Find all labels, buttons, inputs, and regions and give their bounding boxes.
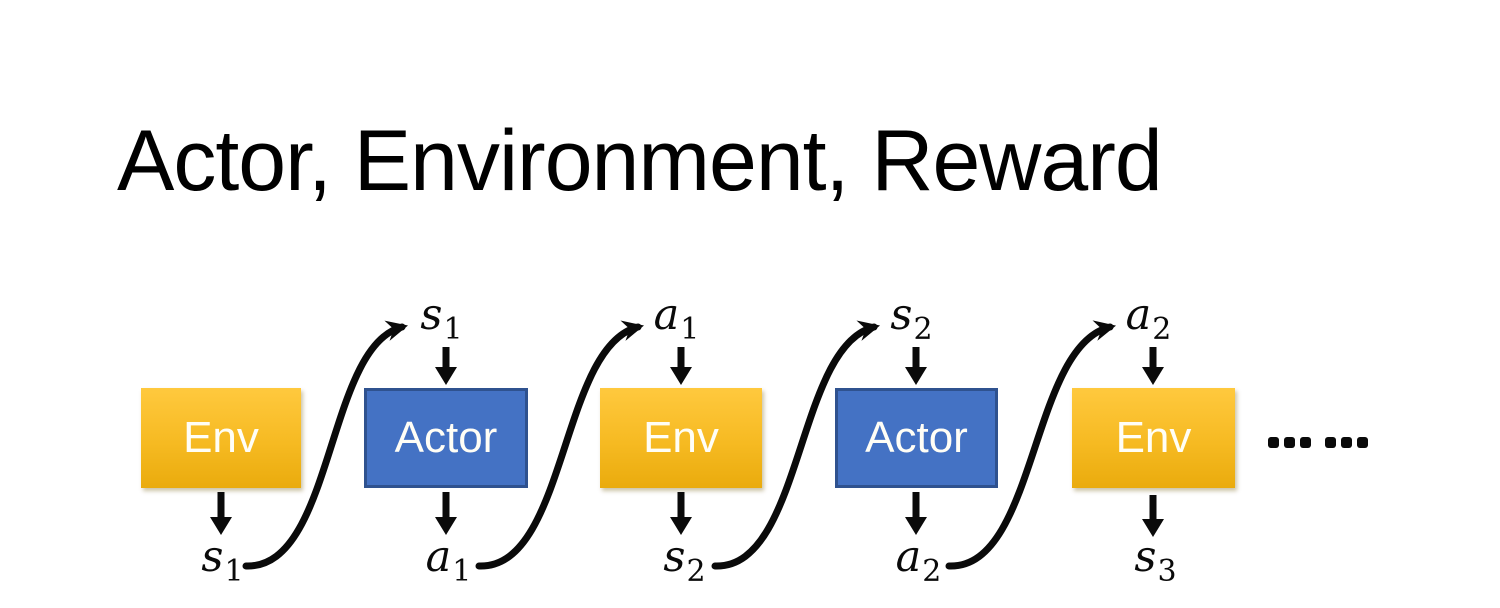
ellipsis-dot bbox=[1300, 437, 1311, 448]
label-s2-top-base: s bbox=[890, 290, 913, 340]
actor-box-2-label: Actor bbox=[865, 413, 968, 462]
label-s1-bottom: s1 bbox=[162, 536, 282, 587]
arrow-s2-into-actor2 bbox=[905, 347, 927, 385]
label-a2-top-base: a bbox=[1125, 290, 1152, 340]
label-s1-bottom-sub: 1 bbox=[224, 554, 244, 589]
label-s2-bottom-sub: 2 bbox=[686, 554, 706, 589]
label-s3-bottom: s3 bbox=[1095, 536, 1215, 587]
ellipsis-dot bbox=[1325, 437, 1336, 448]
label-a1-bottom: a1 bbox=[388, 536, 508, 587]
label-a1-top-base: a bbox=[653, 290, 680, 340]
ellipsis-dot bbox=[1341, 437, 1352, 448]
label-s1-top-sub: 1 bbox=[443, 312, 463, 347]
arrow-env2-out-s2 bbox=[670, 492, 692, 535]
label-s1-top: s1 bbox=[381, 294, 501, 345]
ellipsis-dot bbox=[1357, 437, 1368, 448]
label-a1-bottom-base: a bbox=[425, 532, 452, 582]
arrow-s1-into-actor1 bbox=[435, 347, 457, 385]
actor-box-1: Actor bbox=[364, 388, 528, 488]
arrow-env3-out-s3 bbox=[1142, 495, 1164, 537]
arrow-a1-into-env2 bbox=[670, 347, 692, 385]
label-s2-top-sub: 2 bbox=[913, 312, 933, 347]
arrow-env1-out-s1 bbox=[210, 492, 232, 535]
label-a2-bottom: a2 bbox=[858, 536, 978, 587]
label-s3-bottom-sub: 3 bbox=[1157, 554, 1177, 589]
env-box-2-label: Env bbox=[643, 413, 719, 462]
env-box-2: Env bbox=[600, 388, 762, 488]
label-s2-bottom-base: s bbox=[663, 532, 686, 582]
actor-box-1-label: Actor bbox=[394, 413, 498, 462]
label-s3-bottom-base: s bbox=[1134, 532, 1157, 582]
label-a2-top-sub: 2 bbox=[1152, 312, 1172, 347]
label-s2-bottom: s2 bbox=[624, 536, 744, 587]
arrow-actor1-out-a1 bbox=[435, 492, 457, 535]
ellipsis-dot bbox=[1268, 437, 1279, 448]
label-a1-top-sub: 1 bbox=[680, 312, 700, 347]
env-box-1: Env bbox=[141, 388, 301, 488]
label-a1-bottom-sub: 1 bbox=[452, 554, 472, 589]
env-box-3-label: Env bbox=[1115, 413, 1192, 462]
label-a2-bottom-base: a bbox=[895, 532, 922, 582]
ellipsis-dot bbox=[1284, 437, 1295, 448]
arrow-a2-into-env3 bbox=[1142, 347, 1164, 385]
actor-box-2: Actor bbox=[835, 388, 998, 488]
label-s2-top: s2 bbox=[851, 294, 971, 345]
label-s1-bottom-base: s bbox=[201, 532, 224, 582]
env-box-3: Env bbox=[1072, 388, 1235, 488]
label-a2-top: a2 bbox=[1088, 294, 1208, 345]
arrow-actor2-out-a2 bbox=[905, 492, 927, 535]
env-box-1-label: Env bbox=[183, 413, 259, 462]
label-a2-bottom-sub: 2 bbox=[922, 554, 942, 589]
label-s1-top-base: s bbox=[420, 290, 443, 340]
slide-title: Actor, Environment, Reward bbox=[117, 113, 1163, 209]
ellipsis-dots bbox=[1268, 437, 1373, 448]
label-a1-top: a1 bbox=[616, 294, 736, 345]
